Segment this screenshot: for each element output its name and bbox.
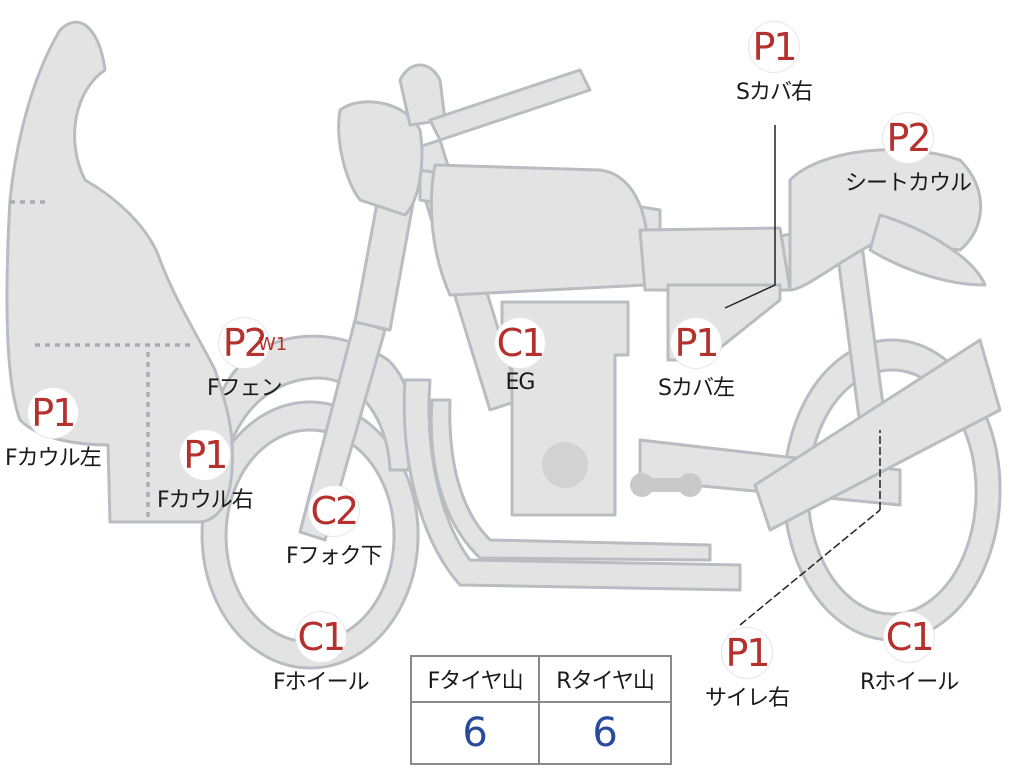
tag-s-cover-right: P1 Sカバ右: [736, 22, 813, 106]
part-label: Fカウル左: [5, 446, 102, 471]
leader-s-cover-right: [724, 125, 776, 309]
part-extra-code: W1: [258, 334, 288, 355]
rear-tire-header: Rタイヤ山: [538, 655, 672, 703]
part-label: サイレ右: [705, 686, 790, 711]
part-code: P1: [27, 388, 78, 438]
tag-f-cowl-right: P1 Fカウル右: [157, 430, 254, 514]
engine-case-circle: [542, 442, 588, 488]
seat-shape: [638, 226, 792, 292]
part-code: C2: [308, 486, 359, 536]
part-code: P1: [748, 22, 799, 72]
part-code: P2: [219, 318, 270, 368]
engine-bolt-end-2: [678, 473, 702, 497]
muffler-shape: [753, 338, 1002, 532]
tag-muffler-right: P1 サイレ右: [705, 628, 790, 712]
part-code: C1: [495, 318, 545, 368]
part-code: P1: [670, 318, 721, 368]
tire-tread-table: Fタイヤ山 Rタイヤ山 6 6: [409, 655, 672, 765]
part-code: C1: [295, 612, 346, 662]
handlebar-grip-shape: [428, 68, 592, 142]
fuel-tank-shape: [429, 163, 650, 297]
engine-bolt-end-1: [630, 473, 654, 497]
part-label: Fホイール: [273, 670, 370, 695]
part-code: C1: [884, 612, 935, 662]
part-label: Fカウル右: [157, 488, 254, 513]
part-code: P1: [722, 628, 772, 678]
tag-f-fork-lower: C2 Fフォク下: [286, 486, 383, 570]
tire-header-row: Fタイヤ山 Rタイヤ山: [409, 655, 672, 703]
part-code: P2: [883, 113, 933, 163]
part-label: Rホイール: [860, 670, 959, 695]
tag-f-cowl-left: P1 Fカウル左: [5, 388, 102, 472]
tire-value-row: 6 6: [409, 701, 672, 765]
tag-s-cover-left: P1 Sカバ左: [658, 318, 735, 402]
part-label: Sカバ左: [658, 376, 735, 401]
part-label: Sカバ右: [736, 80, 813, 105]
part-label: シートカウル: [845, 171, 972, 196]
tail-shape: [868, 213, 987, 287]
exhaust-pipe-2-shape: [429, 398, 712, 562]
front-tire-value: 6: [409, 701, 541, 765]
part-label: EG: [505, 370, 536, 395]
tag-engine: C1 EG: [495, 318, 545, 395]
handlebar-shape: [398, 63, 447, 127]
tag-f-fender: P2 Fフェン: [207, 318, 283, 402]
part-code: P1: [179, 430, 230, 480]
rear-tire-value: 6: [538, 701, 672, 765]
headlight-shape: [337, 100, 424, 217]
front-tire-header: Fタイヤ山: [409, 655, 541, 703]
part-label: Fフォク下: [286, 544, 383, 569]
tag-r-wheel: C1 Rホイール: [860, 612, 959, 696]
leader-muffler-right: [739, 509, 881, 626]
tag-seat-cowl: P2 シートカウル: [845, 113, 972, 197]
part-label: Fフェン: [207, 376, 283, 401]
tag-f-wheel: C1 Fホイール: [273, 612, 370, 696]
